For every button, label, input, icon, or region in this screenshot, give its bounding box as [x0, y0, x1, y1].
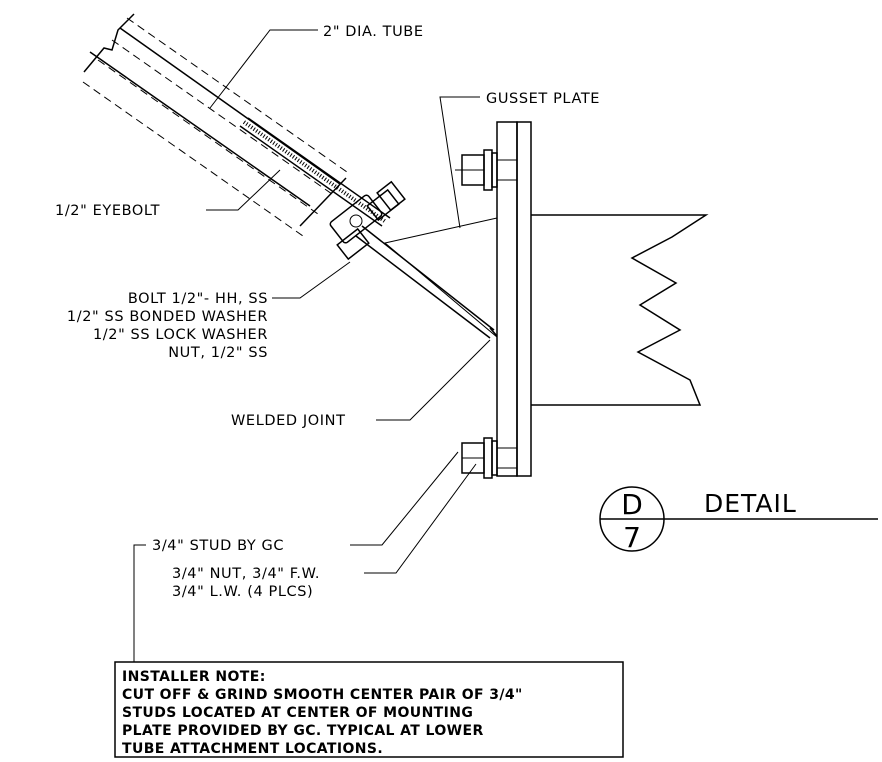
label-eyebolt: 1/2" EYEBOLT: [55, 203, 160, 219]
label-stud-lw: 3/4" L.W. (4 PLCS): [172, 584, 313, 600]
detail-callout: D 7 DETAIL: [599, 486, 878, 554]
installer-note-line: PLATE PROVIDED BY GC. TYPICAL AT LOWER: [122, 723, 484, 739]
label-lock-washer: 1/2" SS LOCK WASHER: [93, 327, 268, 343]
leaders: [133, 29, 491, 662]
lower-lock-washer: [491, 440, 498, 476]
label-nut: NUT, 1/2" SS: [168, 345, 268, 361]
structural-member: [531, 214, 709, 406]
gusset-plate: [383, 217, 498, 339]
mounting-plate: [496, 121, 518, 477]
label-stud: 3/4" STUD BY GC: [152, 538, 284, 554]
callout-sheet: 7: [623, 521, 641, 554]
installer-note-title: INSTALLER NOTE:: [122, 669, 266, 685]
callout-letter: D: [621, 488, 643, 521]
callout-label: DETAIL: [704, 489, 797, 518]
upper-washer: [483, 149, 493, 191]
bolt-assembly: [329, 180, 406, 261]
upper-lock-washer: [491, 152, 498, 188]
bolt-nut: [366, 188, 400, 222]
tube: [82, 13, 348, 237]
weld-bead: [489, 327, 498, 337]
bolt-head: [336, 227, 370, 261]
installer-note-line: STUDS LOCATED AT CENTER OF MOUNTING: [122, 705, 473, 721]
mounting-plate-edge: [516, 121, 532, 477]
tube-break-line: [83, 13, 135, 73]
tube-end: [299, 177, 347, 227]
label-welded-joint: WELDED JOINT: [231, 413, 346, 429]
label-bolt: BOLT 1/2"- HH, SS: [128, 291, 268, 307]
label-bonded-washer: 1/2" SS BONDED WASHER: [67, 309, 268, 325]
installer-note-box: [114, 661, 624, 758]
lower-washer: [483, 437, 493, 479]
label-stud-nut: 3/4" NUT, 3/4" F.W.: [172, 566, 320, 582]
installer-note-line: CUT OFF & GRIND SMOOTH CENTER PAIR OF 3/…: [122, 687, 523, 703]
label-tube: 2" DIA. TUBE: [323, 24, 424, 40]
angled-rod: [355, 225, 498, 339]
upper-stud-assembly: [455, 149, 518, 191]
lower-stud-assembly: [461, 437, 518, 479]
eyebolt: [239, 117, 391, 227]
label-gusset: GUSSET PLATE: [486, 91, 600, 107]
installer-note: INSTALLER NOTE: CUT OFF & GRIND SMOOTH C…: [114, 661, 624, 758]
installer-note-line: TUBE ATTACHMENT LOCATIONS.: [122, 741, 383, 757]
